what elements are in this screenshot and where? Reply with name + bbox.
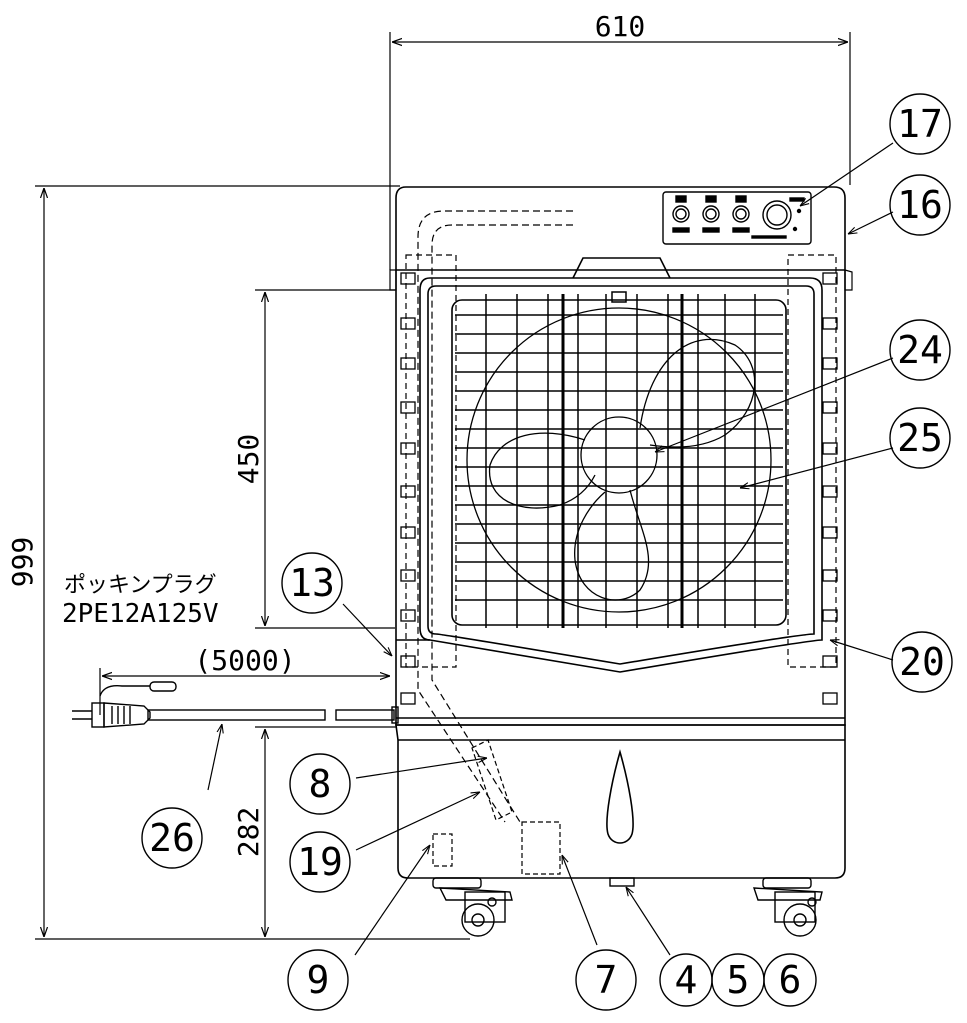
svg-text:24: 24: [897, 328, 943, 372]
dimension-base-height: [255, 726, 396, 937]
louver-tab: [822, 526, 838, 539]
side-louver-tabs-left: [400, 272, 416, 705]
button-fan-speed[interactable]: [672, 205, 690, 223]
louver-tab: [822, 692, 838, 705]
louver-tab: [400, 526, 416, 539]
louver-tab: [822, 485, 838, 498]
svg-text:13: 13: [289, 561, 335, 605]
cooling-pad-frames: [405, 254, 837, 668]
louver-tab: [400, 609, 416, 622]
callout-20: 20: [891, 631, 953, 693]
louver-tab: [822, 569, 838, 582]
water-tank-base: [395, 724, 846, 879]
callout-4: 4: [659, 953, 713, 1007]
dimension-grille-height: [255, 289, 395, 629]
grille-frame: [419, 257, 823, 673]
louver-tab: [400, 357, 416, 370]
grille-latch: [611, 291, 627, 303]
side-louver-tabs-right: [822, 272, 838, 705]
louver-tab: [822, 272, 838, 285]
callout-6: 6: [763, 953, 817, 1007]
power-plug-icon: [72, 702, 151, 728]
louver-tab: [400, 317, 416, 330]
caster-right: [753, 877, 823, 937]
louver-tab: [822, 655, 838, 668]
louver-tab: [400, 272, 416, 285]
callout-7: 7: [575, 949, 637, 1011]
svg-text:16: 16: [897, 183, 943, 227]
dimension-cord-length-label: (5000): [194, 644, 295, 677]
upper-body: [389, 186, 853, 726]
leader-lines: [207, 142, 894, 956]
timer-dial[interactable]: [762, 200, 792, 230]
dimension-cord-length: [99, 668, 390, 715]
dimension-height-total-label: 999: [6, 537, 39, 588]
svg-text:19: 19: [297, 840, 343, 884]
callout-5: 5: [711, 953, 765, 1007]
svg-text:7: 7: [595, 958, 618, 1002]
control-panel[interactable]: [662, 191, 812, 245]
svg-text:8: 8: [309, 762, 332, 806]
svg-text:17: 17: [897, 102, 943, 146]
callout-24: 24: [889, 319, 951, 381]
plug-code: 2PE12A125V: [62, 599, 219, 629]
louver-tab: [400, 692, 416, 705]
svg-text:26: 26: [149, 816, 195, 860]
svg-text:6: 6: [779, 958, 802, 1002]
callout-25: 25: [889, 407, 951, 469]
svg-text:25: 25: [897, 416, 943, 460]
louver-tab: [822, 357, 838, 370]
callout-13: 13: [281, 552, 343, 614]
svg-text:9: 9: [307, 958, 330, 1002]
dimension-width: [389, 32, 851, 270]
louver-tab: [822, 442, 838, 455]
louver-tab: [400, 655, 416, 668]
dimension-base-height-label: 282: [232, 807, 265, 858]
svg-text:5: 5: [727, 958, 750, 1002]
callout-26: 26: [141, 807, 203, 869]
dimension-grille-height-label: 450: [232, 434, 265, 485]
callout-9: 9: [287, 949, 349, 1011]
button-swing[interactable]: [732, 205, 750, 223]
louver-tab: [822, 401, 838, 414]
callout-16: 16: [889, 174, 951, 236]
louver-tab: [400, 485, 416, 498]
svg-text:20: 20: [899, 640, 945, 684]
callout-19: 19: [289, 831, 351, 893]
callout-17: 17: [889, 93, 951, 155]
louver-tab: [822, 609, 838, 622]
caster-left: [432, 877, 513, 937]
drain-plug: [609, 877, 635, 887]
plug-name: ポッキンプラグ: [64, 573, 217, 598]
internal-parts: [432, 739, 561, 875]
dimension-height-total: [35, 185, 470, 940]
louver-tab: [400, 401, 416, 414]
svg-text:4: 4: [675, 958, 698, 1002]
internal-water-pipe: [417, 210, 573, 823]
dimension-width-label: 610: [595, 10, 646, 43]
louver-tab: [822, 317, 838, 330]
callout-8: 8: [289, 753, 351, 815]
button-cooling[interactable]: [702, 205, 720, 223]
louver-tab: [400, 569, 416, 582]
front-grille: [455, 291, 783, 628]
power-cord: [99, 681, 399, 724]
louver-tab: [400, 442, 416, 455]
